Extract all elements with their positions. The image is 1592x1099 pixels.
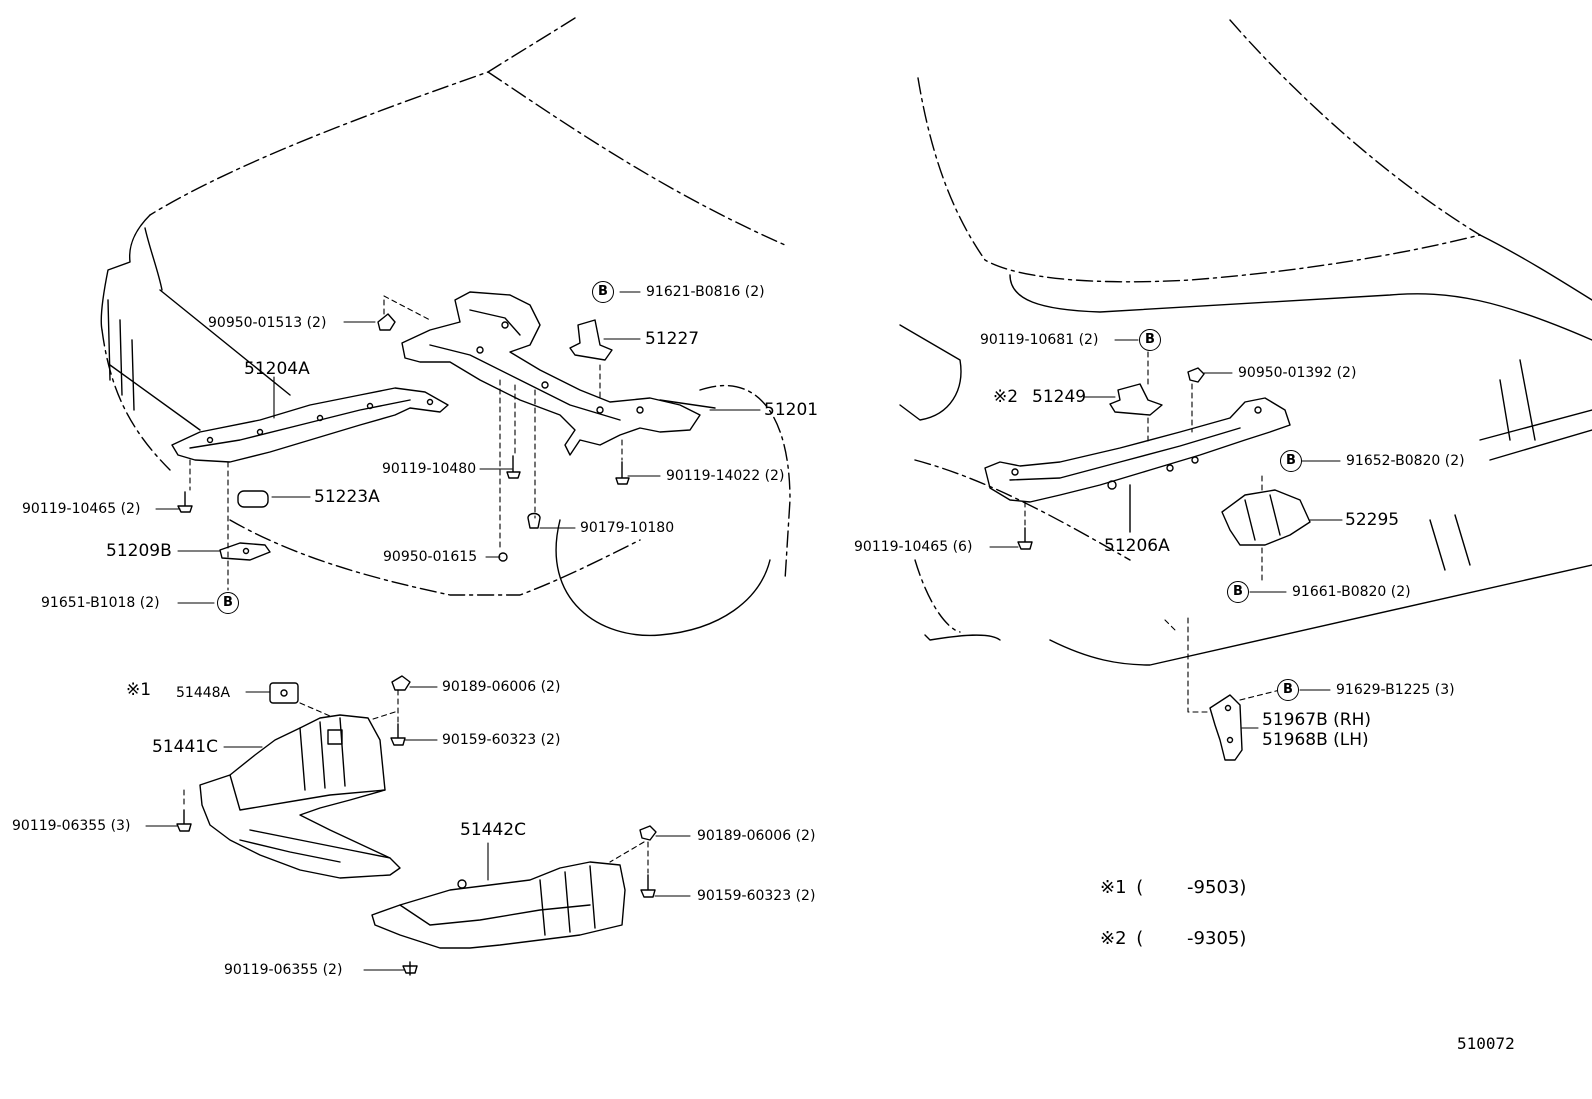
note-2: ※2 ( -9305) xyxy=(1100,928,1246,949)
stopper-51227 xyxy=(569,319,613,361)
b-mark-91621: B xyxy=(592,281,614,303)
left-car-body-outline xyxy=(101,17,791,596)
label-51968B: 51968B (LH) xyxy=(1262,730,1369,750)
pad-51223A xyxy=(237,490,269,508)
label-90159-60323-a: 90159-60323 (2) xyxy=(442,732,561,748)
note-1-range: -9503) xyxy=(1187,877,1247,898)
note-1-open: ( xyxy=(1136,877,1144,898)
front-crossmember-51201 xyxy=(401,291,716,456)
label-90119-10480: 90119-10480 xyxy=(382,461,477,477)
label-90179-10180: 90179-10180 xyxy=(580,520,675,536)
label-51442C: 51442C xyxy=(460,820,526,840)
label-90119-06355-3: 90119-06355 (3) xyxy=(12,818,131,834)
note-2-open: ( xyxy=(1136,928,1144,949)
note-1-mark: ※1 xyxy=(1100,877,1127,898)
label-90189-06006-b: 90189-06006 (2) xyxy=(697,828,816,844)
b-mark-91651: B xyxy=(217,592,239,614)
label-51223A: 51223A xyxy=(314,487,380,507)
label-91629-B1225: 91629-B1225 (3) xyxy=(1336,682,1455,698)
left-car-body-solid xyxy=(100,214,771,637)
right-car-body-outline xyxy=(914,19,1481,633)
left-dashed-guides xyxy=(189,295,623,591)
rear-crossmember-51206A xyxy=(984,397,1291,533)
label-91652-B0820: 91652-B0820 (2) xyxy=(1346,453,1465,469)
right-car-body-solid xyxy=(899,234,1592,666)
label-52295: 52295 xyxy=(1345,510,1400,530)
label-91651-B1018: 91651-B1018 (2) xyxy=(41,595,160,611)
label-90119-10465-right: 90119-10465 (6) xyxy=(854,539,973,555)
leader-lines xyxy=(145,291,1343,971)
b-mark-91661: B xyxy=(1227,581,1249,603)
note-2-mark: ※2 xyxy=(1100,928,1127,949)
label-91621-B0816: 91621-B0816 (2) xyxy=(646,284,765,300)
label-90950-01513: 90950-01513 (2) xyxy=(208,315,327,331)
label-90950-01615: 90950-01615 xyxy=(383,549,478,565)
bracket-52295 xyxy=(1221,489,1311,546)
right-dashed-guides xyxy=(1024,351,1281,713)
stopper-51249 xyxy=(1109,383,1163,416)
label-90119-10681: 90119-10681 (2) xyxy=(980,332,1099,348)
label-90950-01392: 90950-01392 (2) xyxy=(1238,365,1357,381)
label-90119-10465-left: 90119-10465 (2) xyxy=(22,501,141,517)
b-mark-91629: B xyxy=(1277,679,1299,701)
label-90159-60323-b: 90159-60323 (2) xyxy=(697,888,816,904)
label-51209B: 51209B xyxy=(106,541,172,561)
label-90119-06355-2: 90119-06355 (2) xyxy=(224,962,343,978)
figure-code: 510072 xyxy=(1457,1034,1515,1053)
bracket-51967B-51968B xyxy=(1209,694,1243,761)
side-member-51204A xyxy=(171,387,449,463)
label-51204A: 51204A xyxy=(244,359,310,379)
b-mark-90119-10681: B xyxy=(1139,329,1161,351)
bracket-51209B xyxy=(219,542,271,561)
mark-1-51448A: ※1 xyxy=(126,680,152,700)
label-51441C: 51441C xyxy=(152,737,218,757)
cover-dashed-guides xyxy=(183,689,649,874)
right-small-fasteners xyxy=(1017,367,1205,550)
label-51206A: 51206A xyxy=(1104,536,1170,556)
left-small-fasteners xyxy=(177,313,630,562)
engine-under-cover-51441C xyxy=(199,714,401,879)
engine-under-cover-51442C xyxy=(371,861,626,949)
note-2-range: -9305) xyxy=(1187,928,1247,949)
label-91661-B0820: 91661-B0820 (2) xyxy=(1292,584,1411,600)
label-51448A: 51448A xyxy=(176,685,231,701)
b-mark-91652: B xyxy=(1280,450,1302,472)
label-51201: 51201 xyxy=(764,400,819,420)
label-51967B: 51967B (RH) xyxy=(1262,710,1372,730)
label-90119-14022: 90119-14022 (2) xyxy=(666,468,785,484)
mark-2-51249: ※2 xyxy=(993,387,1019,407)
label-90189-06006-a: 90189-06006 (2) xyxy=(442,679,561,695)
cover-fasteners xyxy=(176,675,657,976)
label-51249: 51249 xyxy=(1032,387,1087,407)
clip-51448A xyxy=(269,682,299,704)
note-1: ※1 ( -9503) xyxy=(1100,877,1246,898)
label-51227: 51227 xyxy=(645,329,700,349)
